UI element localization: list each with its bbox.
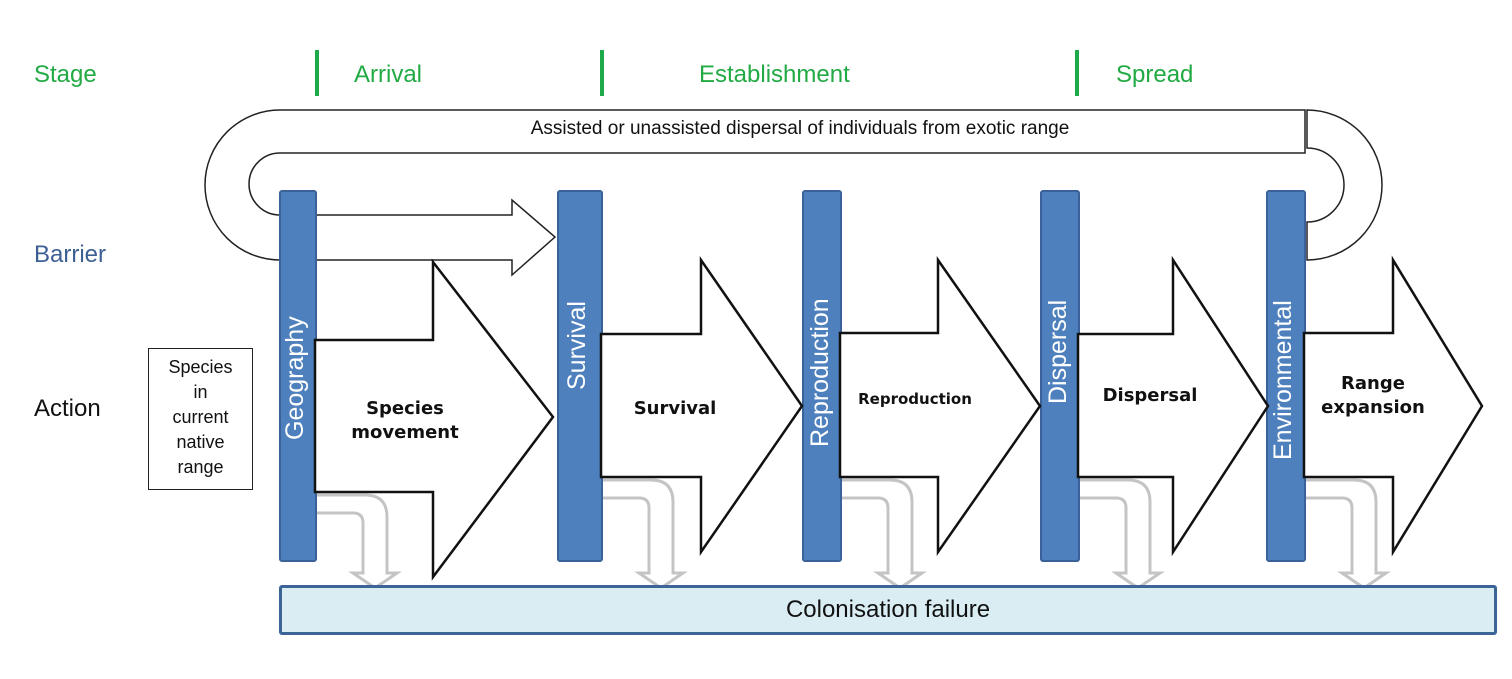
dispersal-loop-arrow	[204, 109, 1306, 277]
action-survival: Survival	[620, 397, 730, 421]
barrier-dispersal-label: Dispersal	[1044, 299, 1072, 404]
colonisation-failure-bar: Colonisation failure	[279, 585, 1497, 635]
action-row-label: Action	[34, 395, 101, 422]
dispersal-loop-return	[1306, 109, 1383, 261]
action-reproduction: Reproduction	[850, 387, 980, 411]
action-line: Species	[366, 398, 444, 419]
native-range-line: Species	[168, 357, 233, 377]
native-range-box: Species in current native range	[148, 348, 253, 490]
action-line: Survival	[633, 398, 717, 419]
stage-divider	[1075, 50, 1079, 96]
native-range-line: current	[172, 407, 229, 427]
action-line: expansion	[1321, 397, 1425, 418]
barrier-reproduction-label: Reproduction	[806, 298, 834, 447]
barrier-row-label: Barrier	[34, 241, 107, 268]
barrier-survival-label: Survival	[563, 301, 591, 390]
stage-divider	[315, 50, 319, 96]
stage-arrival: Arrival	[354, 61, 423, 88]
stage-spread: Spread	[1116, 61, 1194, 88]
barrier-geography-label: Geography	[281, 316, 309, 440]
native-range-line: native	[176, 432, 225, 452]
stage-row-label: Stage	[34, 61, 97, 88]
action-range-expansion: Range expansion	[1318, 372, 1428, 420]
action-species-movement: Species movement	[335, 397, 475, 445]
action-line: Reproduction	[858, 390, 972, 408]
stage-divider	[600, 50, 604, 96]
dispersal-loop-label: Assisted or unassisted dispersal of indi…	[530, 118, 1070, 139]
colonisation-failure-label: Colonisation failure	[785, 596, 991, 623]
action-dispersal: Dispersal	[1090, 384, 1210, 408]
barrier-survival	[557, 190, 603, 562]
action-line: Range	[1341, 373, 1405, 394]
stage-establishment: Establishment	[699, 61, 850, 88]
native-range-line: range	[177, 457, 224, 477]
action-line: movement	[351, 422, 459, 443]
barrier-environmental-label: Environmental	[1269, 300, 1297, 460]
action-line: Dispersal	[1102, 385, 1198, 406]
native-range-line: in	[193, 382, 208, 402]
